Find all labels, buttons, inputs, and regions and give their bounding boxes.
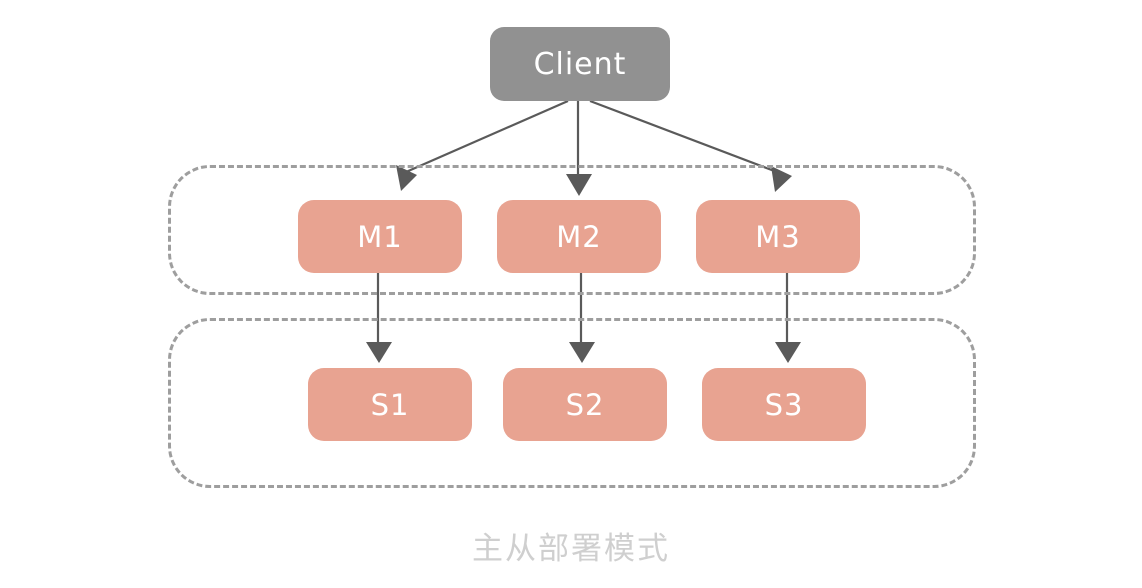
arrow-client-m1 (405, 99, 569, 174)
diagram-caption: 主从部署模式 (472, 531, 670, 567)
master-group-container (168, 165, 976, 295)
node-client[interactable]: Client (490, 27, 670, 101)
node-m1[interactable]: M1 (298, 200, 462, 273)
node-s1[interactable]: S1 (308, 368, 472, 441)
node-m3[interactable]: M3 (696, 200, 860, 273)
node-s3[interactable]: S3 (702, 368, 866, 441)
node-m2[interactable]: M2 (497, 200, 661, 273)
node-s2[interactable]: S2 (503, 368, 667, 441)
slave-group-container (168, 318, 976, 488)
arrow-client-m3 (589, 99, 778, 174)
